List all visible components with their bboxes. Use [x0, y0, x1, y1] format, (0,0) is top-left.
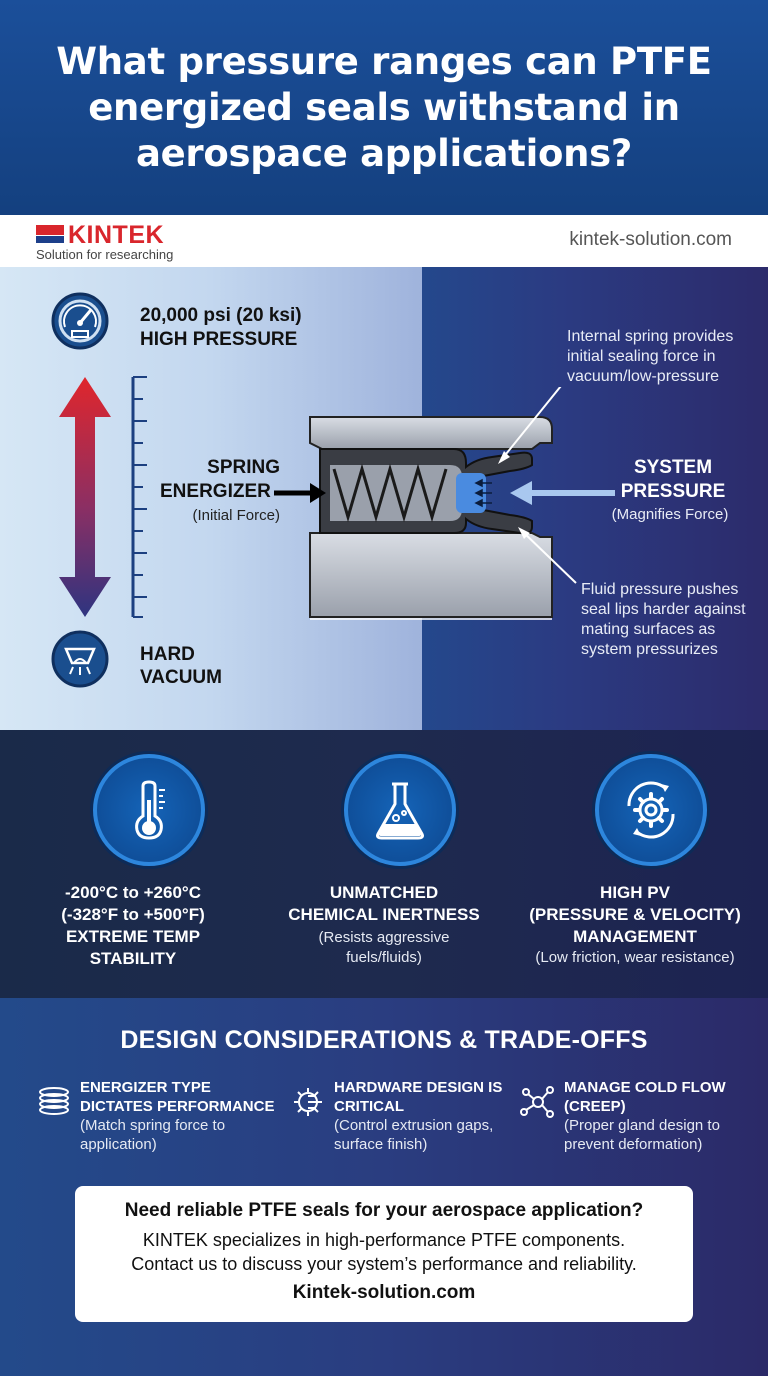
property-title-line: (PRESSURE & VELOCITY) [529, 905, 741, 924]
seal-cross-section-diagram [274, 387, 615, 620]
design-item-energizer: ENERGIZER TYPE DICTATES PERFORMANCE (Mat… [36, 1078, 286, 1158]
thermometer-icon [135, 780, 165, 840]
cta-description: KINTEK specializes in high-performance P… [142, 1230, 626, 1250]
property-subtitle-line: (Resists aggressive [318, 929, 450, 946]
design-item-cold-flow: MANAGE COLD FLOW (CREEP) (Proper gland d… [520, 1078, 768, 1158]
vacuum-label: HARD VACUUM [140, 644, 222, 688]
property-chemical: UNMATCHED CHEMICAL INERTNESS (Resists ag… [256, 730, 512, 998]
flask-icon [376, 782, 424, 840]
pressure-range-section: 20,000 psi (20 ksi) HIGH PRESSURE HARD V… [0, 267, 768, 730]
design-item-title: HARDWARE DESIGN IS CRITICAL [334, 1079, 503, 1115]
system-pressure-title-2: PRESSURE [620, 481, 726, 502]
molecule-icon [520, 1086, 554, 1118]
design-considerations-section: DESIGN CONSIDERATIONS & TRADE-OFFS ENERG… [0, 998, 768, 1376]
design-item-subtitle: (Match spring force to application) [80, 1117, 226, 1153]
property-pv-management: HIGH PV (PRESSURE & VELOCITY) MANAGEMENT… [507, 730, 763, 998]
property-subtitle-line: fuels/fluids) [346, 949, 422, 966]
property-icon-circle [344, 754, 456, 866]
property-icon-circle [595, 754, 707, 866]
design-item-subtitle: (Proper gland design to prevent deformat… [564, 1117, 720, 1153]
page-title: What pressure ranges can PTFE energized … [56, 39, 712, 175]
high-pressure-label: HIGH PRESSURE [140, 329, 298, 350]
kintek-logo-icon [36, 225, 64, 243]
property-subtitle-line: (Low friction, wear resistance) [535, 949, 735, 966]
brand-tagline: Solution for researching [36, 247, 174, 262]
fluid-callout-note: Fluid pressure pushes seal lips harder a… [581, 581, 746, 658]
vacuum-chamber-icon [51, 630, 109, 688]
gear-circuit-icon [294, 1088, 322, 1116]
contact-callout-box: Need reliable PTFE seals for your aerosp… [75, 1186, 693, 1322]
property-temperature: -200°C to +260°C (-328°F to +500°F) EXTR… [5, 730, 261, 998]
property-title-line: CHEMICAL INERTNESS [288, 905, 480, 924]
properties-section: -200°C to +260°C (-328°F to +500°F) EXTR… [0, 730, 768, 998]
gear-cycle-icon [627, 781, 675, 839]
property-title-line: EXTREME TEMP [65, 927, 201, 946]
property-title-line: STABILITY [89, 949, 177, 968]
system-pressure-subtitle: (Magnifies Force) [611, 506, 729, 523]
property-title-line: -200°C to +260°C [65, 883, 201, 902]
design-item-hardware: HARDWARE DESIGN IS CRITICAL (Control ext… [290, 1078, 540, 1158]
cta-website-link[interactable]: Kintek-solution.com [292, 1282, 476, 1303]
brand-bar: KINTEK Solution for researching kintek-s… [0, 215, 768, 267]
spring-callout-note: Internal spring provides initial sealing… [567, 328, 734, 385]
gauge-icon [51, 292, 109, 350]
property-icon-circle [93, 754, 205, 866]
high-pressure-value: 20,000 psi (20 ksi) [140, 305, 302, 326]
property-title-line: (-328°F to +500°F) [61, 905, 205, 924]
design-item-title: ENERGIZER TYPE DICTATES PERFORMANCE [80, 1079, 275, 1115]
header-banner: What pressure ranges can PTFE energized … [0, 0, 768, 215]
property-title-line: MANAGEMENT [573, 927, 697, 946]
cta-description-2: Contact us to discuss your system’s perf… [131, 1254, 637, 1274]
spring-icon [39, 1087, 69, 1115]
cta-question: Need reliable PTFE seals for your aerosp… [124, 1200, 644, 1221]
spring-energizer-subtitle: (Initial Force) [192, 507, 280, 524]
property-title-line: HIGH PV [600, 883, 670, 902]
spring-energizer-title-2: ENERGIZER [160, 481, 271, 502]
brand-name: KINTEK [68, 221, 165, 249]
property-title-line: UNMATCHED [329, 883, 439, 902]
spring-energizer-title-1: SPRING [207, 457, 280, 478]
website-link[interactable]: kintek-solution.com [569, 229, 732, 250]
design-heading: DESIGN CONSIDERATIONS & TRADE-OFFS [120, 1026, 648, 1054]
design-item-subtitle: (Control extrusion gaps, surface finish) [334, 1117, 494, 1153]
pressure-range-arrow [59, 376, 147, 618]
system-pressure-title-1: SYSTEM [633, 457, 713, 478]
design-item-title: MANAGE COLD FLOW (CREEP) [564, 1079, 726, 1115]
